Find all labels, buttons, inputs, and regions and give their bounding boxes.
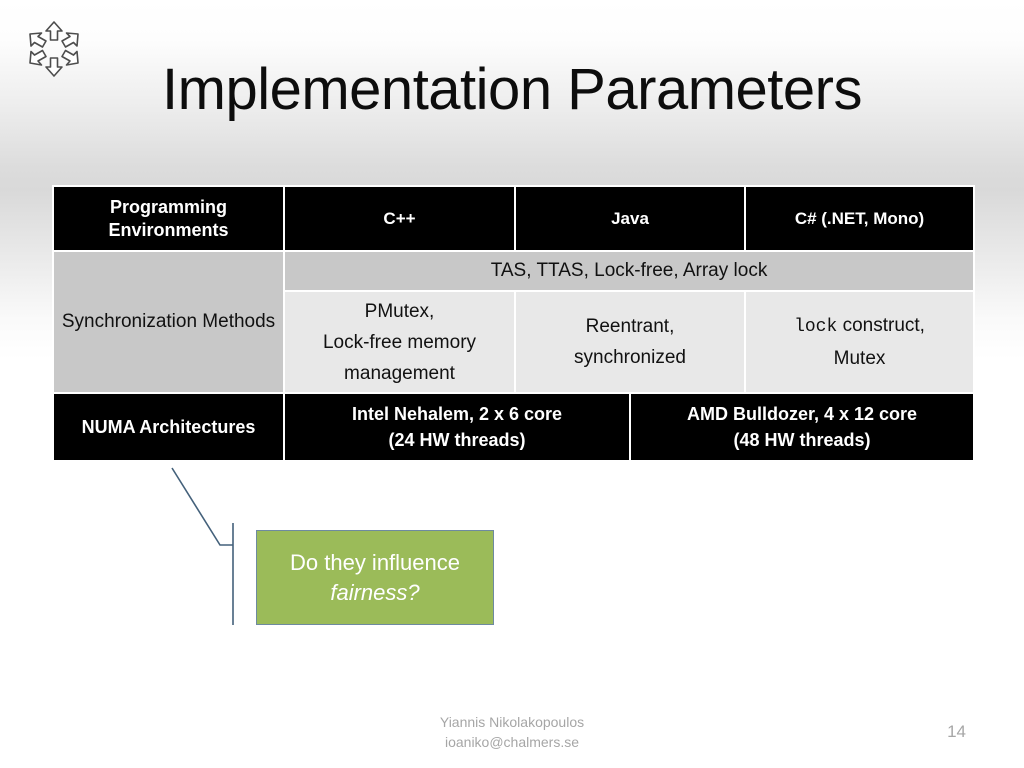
footer-email: ioaniko@chalmers.se	[444, 734, 580, 750]
table-header-csharp: C# (.NET, Mono)	[744, 185, 976, 252]
sync-csharp-mono-keyword: lock	[794, 317, 838, 337]
table-header-programming-environments: Programming Environments	[52, 185, 285, 252]
table-row-header: Programming Environments C++ Java C# (.N…	[52, 185, 976, 252]
table-row-sync-methods: PMutex,Lock-free memory management Reent…	[53, 290, 976, 394]
table-cell-synchronization-methods-label: Synchronization Methods	[52, 250, 285, 394]
table-cell-numa-label: NUMA Architectures	[52, 392, 285, 462]
page-number: 14	[947, 722, 966, 741]
table-cell-numa-amd: AMD Bulldozer, 4 x 12 core(48 HW threads…	[628, 392, 976, 462]
page-title: Implementation Parameters	[162, 57, 862, 122]
sync-csharp-text: construct,Mutex	[833, 315, 925, 369]
footer: Yiannis Nikolakopoulos ioaniko@chalmers.…	[0, 712, 1024, 752]
table-cell-sync-cpp: PMutex,Lock-free memory management	[283, 290, 516, 394]
callout-line-2: fairness?	[330, 579, 420, 605]
table-cell-sync-csharp: lock construct,Mutex	[744, 290, 976, 394]
table-header-cpp: C++	[283, 185, 516, 252]
connector-elbow-line	[171, 467, 233, 546]
footer-author: Yiannis Nikolakopoulos	[439, 714, 585, 730]
table-header-java: Java	[513, 185, 747, 252]
chalmers-hexagon-arrows-logo	[18, 14, 90, 84]
sync-label-text: Synchronization Methods	[61, 311, 276, 332]
sync-java-text: Reentrant,synchronized	[574, 316, 686, 368]
table-cell-sync-java: Reentrant,synchronized	[513, 290, 747, 394]
table-cell-shared-sync-methods: TAS, TTAS, Lock-free, Array lock	[282, 250, 976, 292]
table-row-numa: NUMA Architectures Intel Nehalem, 2 x 6 …	[52, 392, 976, 462]
table-row-shared-sync: Synchronization Methods TAS, TTAS, Lock-…	[52, 250, 976, 394]
callout-box-fairness: Do they influence fairness?	[256, 530, 494, 625]
callout-line-1: Do they influence	[290, 549, 460, 575]
table-cell-numa-intel: Intel Nehalem, 2 x 6 core(24 HW threads)	[283, 392, 631, 462]
sync-cpp-text: PMutex,Lock-free memory management	[322, 300, 477, 384]
implementation-parameters-table: Programming Environments C++ Java C# (.N…	[52, 185, 976, 462]
